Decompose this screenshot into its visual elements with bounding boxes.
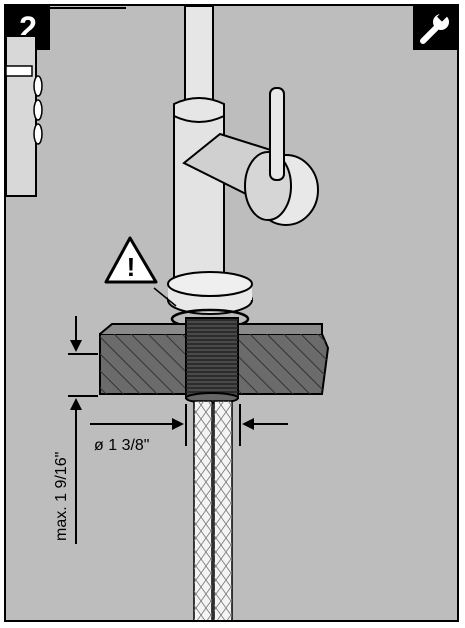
diameter-dimension: ø 1 3/8": [90, 404, 288, 454]
wrench-icon: [413, 6, 457, 50]
supply-hoses: [193, 400, 233, 620]
warning-symbol: !: [127, 252, 136, 282]
thickness-dimension: max. 1 9/16": [53, 316, 98, 544]
warning-triangle-icon: !: [104, 236, 177, 307]
side-fixture: [6, 7, 126, 197]
thickness-label: max. 1 9/16": [53, 452, 70, 541]
faucet: [167, 6, 319, 330]
instruction-panel: 2: [4, 4, 459, 622]
threaded-shank: [185, 317, 239, 404]
countertop-section: [99, 323, 330, 395]
diameter-label: ø 1 3/8": [94, 437, 149, 454]
